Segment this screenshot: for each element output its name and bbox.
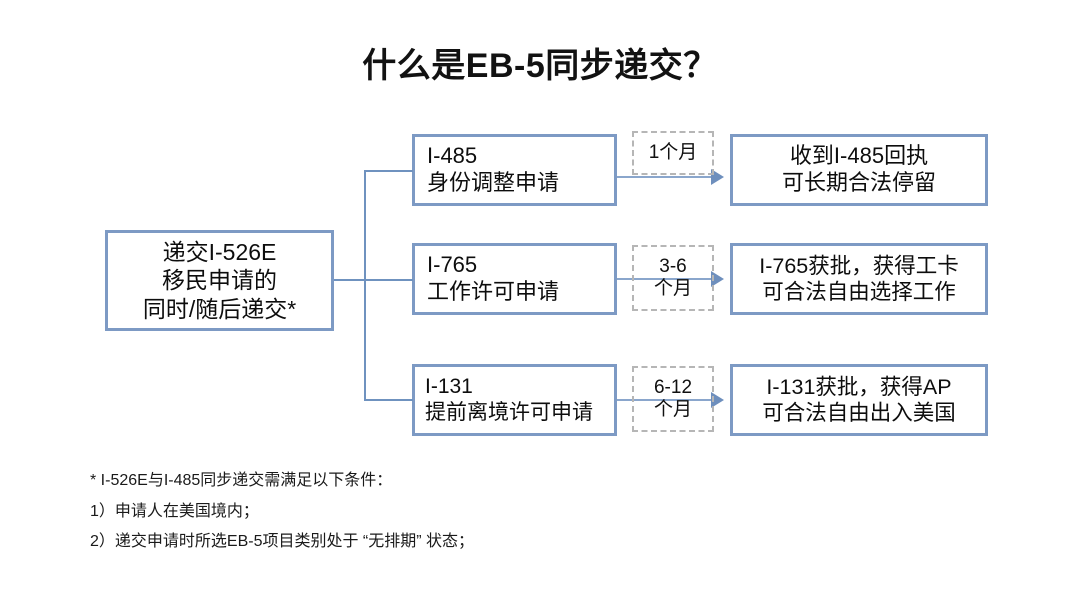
form-box-i765: I-765 工作许可申请 [412,243,617,315]
duration-badge-row-1-line-1: 1个月 [648,141,698,163]
duration-badge-row-2: 3-6 个月 [632,245,714,311]
connector-branch-row-2 [364,279,413,281]
form-box-i765-line-1: I-765 [427,252,478,278]
outcome-box-i131-line-1: I-131获批，获得AP [766,374,952,399]
duration-badge-row-1: 1个月 [632,131,714,175]
form-box-i485-line-2: 身份调整申请 [427,170,560,195]
start-box-line-1: 递交I-526E [162,239,277,266]
connector-branch-row-1 [364,170,413,172]
outcome-box-i765: I-765获批，获得工卡 可合法自由选择工作 [730,243,988,315]
footnotes: * I-526E与I-485同步递交需满足以下条件： 1）申请人在美国境内； 2… [90,466,474,558]
duration-badge-row-3: 6-12 个月 [632,366,714,432]
arrow-head-row-3 [711,392,724,408]
outcome-box-i131-line-2: 可合法自由出入美国 [762,401,956,425]
footnote-line-1: * I-526E与I-485同步递交需满足以下条件： [90,472,393,489]
arrow-head-row-1 [711,169,724,185]
form-box-i765-line-2: 工作许可申请 [427,279,560,304]
page-title: 什么是EB-5同步递交？ [362,47,718,85]
connector-branch-row-3 [364,399,413,401]
duration-badge-row-2-line-2: 个月 [653,278,692,299]
arrow-line-row-3 [617,399,712,401]
form-box-i485: I-485 身份调整申请 [412,134,617,206]
outcome-box-i765-line-2: 可合法自由选择工作 [762,280,956,304]
footnote-line-2: 1）申请人在美国境内； [90,502,259,520]
form-box-i131-line-1: I-131 [425,375,473,399]
arrow-head-row-2 [711,271,724,287]
start-box: 递交I-526E 移民申请的 同时/随后递交* [105,230,334,331]
duration-badge-row-2-line-1: 3-6 [659,255,687,277]
arrow-line-row-1 [617,176,712,178]
outcome-box-i765-line-1: I-765获批，获得工卡 [759,253,959,278]
outcome-box-i485-line-1: 收到I-485回执 [789,143,929,169]
form-box-i131-line-2: 提前离境许可申请 [425,401,593,424]
form-box-i485-line-1: I-485 [427,143,478,169]
duration-badge-row-3-line-2: 个月 [653,399,692,420]
arrow-line-row-2 [617,278,712,280]
connector-stem-horizontal [334,279,366,281]
form-box-i131: I-131 提前离境许可申请 [412,364,617,436]
outcome-box-i131: I-131获批，获得AP 可合法自由出入美国 [730,364,988,436]
footnote-line-3: 2）递交申请时所选EB-5项目类别处于 “无排期” 状态； [90,533,475,551]
outcome-box-i485-line-2: 可长期合法停留 [781,170,936,195]
duration-badge-row-3-line-1: 6-12 [653,376,693,398]
start-box-line-2: 移民申请的 [162,267,277,294]
connector-trunk-vertical [364,171,366,400]
outcome-box-i485: 收到I-485回执 可长期合法停留 [730,134,988,206]
start-box-line-3: 同时/随后递交* [142,295,297,322]
